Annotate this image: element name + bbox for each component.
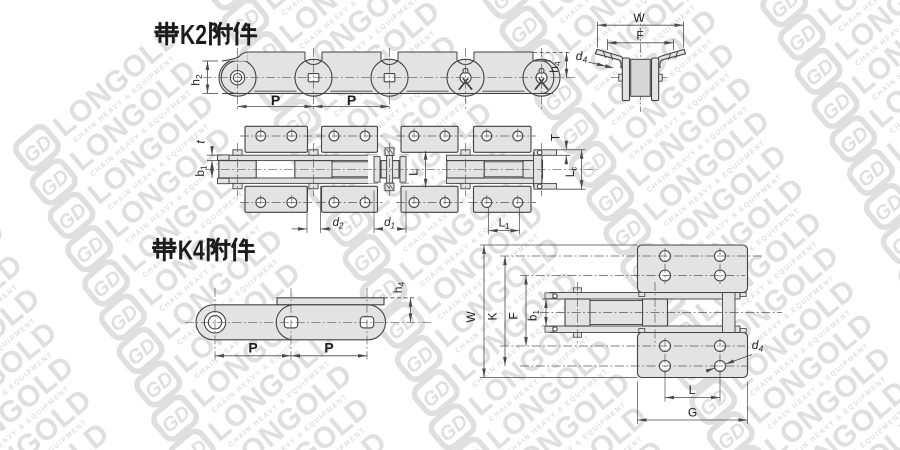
svg-text:G: G <box>688 406 697 420</box>
svg-text:P: P <box>248 339 257 355</box>
svg-text:K4: K4 <box>178 235 205 266</box>
svg-text:t: t <box>196 140 208 144</box>
svg-text:F: F <box>507 312 521 319</box>
svg-text:b1: b1 <box>528 310 542 321</box>
svg-text:Lc: Lc <box>565 167 579 177</box>
svg-text:d1: d1 <box>384 217 395 231</box>
svg-text:b1: b1 <box>195 165 209 176</box>
svg-text:L: L <box>689 383 696 397</box>
svg-text:K: K <box>486 312 500 320</box>
svg-text:d4: d4 <box>752 338 764 354</box>
svg-text:d4: d4 <box>576 49 588 65</box>
svg-text:h4: h4 <box>547 61 563 73</box>
svg-text:P: P <box>271 92 280 108</box>
svg-text:GD: GD <box>453 444 490 450</box>
svg-text:W: W <box>464 311 478 323</box>
svg-text:K2: K2 <box>180 19 207 50</box>
svg-text:P: P <box>347 92 356 108</box>
svg-text:W: W <box>633 11 645 25</box>
svg-text:L: L <box>407 169 421 176</box>
svg-text:h2: h2 <box>189 74 205 86</box>
svg-text:h4: h4 <box>391 282 407 294</box>
svg-text:F: F <box>636 29 643 43</box>
svg-text:T: T <box>551 134 563 141</box>
svg-text:L1: L1 <box>499 218 510 232</box>
svg-text:P: P <box>324 339 333 355</box>
svg-text:d2: d2 <box>333 217 344 231</box>
